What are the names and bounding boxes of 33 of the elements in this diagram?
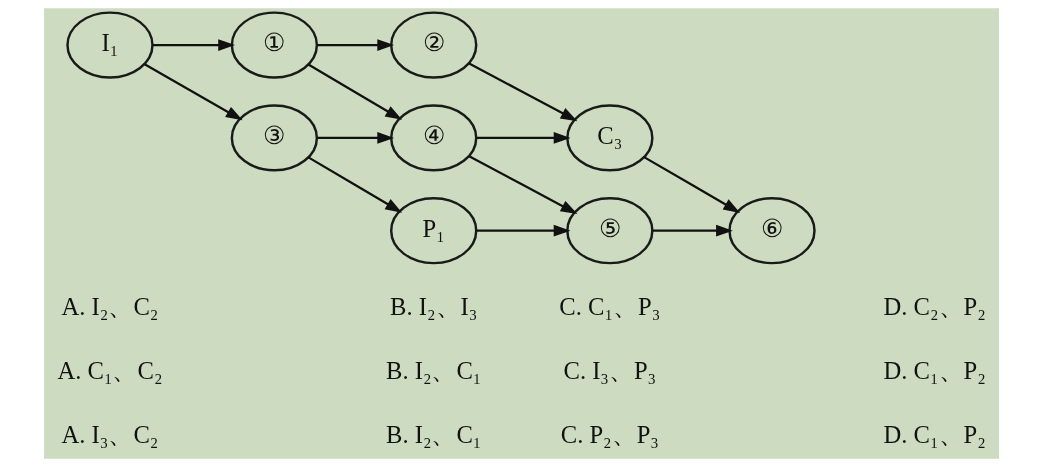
arrow	[307, 63, 403, 120]
node-ellipse: ④	[390, 104, 478, 172]
label: C. C₁、P₃	[559, 293, 661, 321]
arrow	[317, 39, 395, 51]
node-ellipse: ①	[230, 11, 319, 79]
node-ellipse: C₃	[566, 104, 654, 172]
arrow	[652, 224, 733, 237]
label: B. I₂、C₁	[385, 356, 482, 384]
arrow	[144, 63, 243, 121]
arrow	[317, 132, 395, 144]
label: D. C₂、P₂	[883, 293, 986, 321]
label: D. C₁、P₂	[883, 420, 986, 448]
label: C. I₃、P₃	[563, 356, 657, 384]
arrow	[476, 132, 571, 144]
node-ellipse: P₁	[390, 197, 478, 265]
arrow	[476, 224, 571, 237]
node-ellipse: ⑤	[566, 197, 654, 265]
arrow	[152, 39, 236, 51]
arrow	[307, 156, 403, 213]
arrow	[643, 156, 741, 213]
label: D. C₁、P₂	[883, 356, 986, 384]
node-ellipse: I₁	[66, 11, 154, 79]
label: B. I₂、I₃	[390, 293, 478, 321]
label: C. P₂、P₃	[560, 420, 659, 448]
node-ellipse: ②	[390, 11, 478, 79]
label: A. I₃、C₂	[61, 420, 159, 448]
label: A. C₁、C₂	[57, 356, 163, 384]
arrow	[468, 62, 578, 122]
label: A. I₂、C₂	[61, 293, 159, 321]
node-ellipse: ⑥	[728, 197, 816, 265]
arrow	[468, 155, 578, 214]
label: B. I₂、C₁	[385, 420, 482, 448]
node-ellipse: ③	[230, 104, 319, 172]
